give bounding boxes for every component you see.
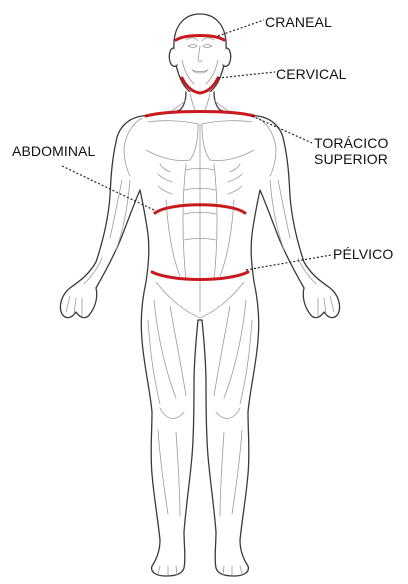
craneal-label: CRANEAL <box>265 14 332 30</box>
cervical-label: CERVICAL <box>276 66 347 82</box>
cervical-leader-line <box>218 72 275 78</box>
toracico-label-line1: TORÁCICO <box>314 135 408 151</box>
pelvico-label: PÉLVICO <box>333 246 393 262</box>
toracico-superior-label: TORÁCICO SUPERIOR <box>314 135 408 167</box>
toracico-label-line2: SUPERIOR <box>314 151 408 167</box>
head-outline <box>174 14 227 96</box>
abdominal-label: ABDOMINAL <box>12 143 95 159</box>
